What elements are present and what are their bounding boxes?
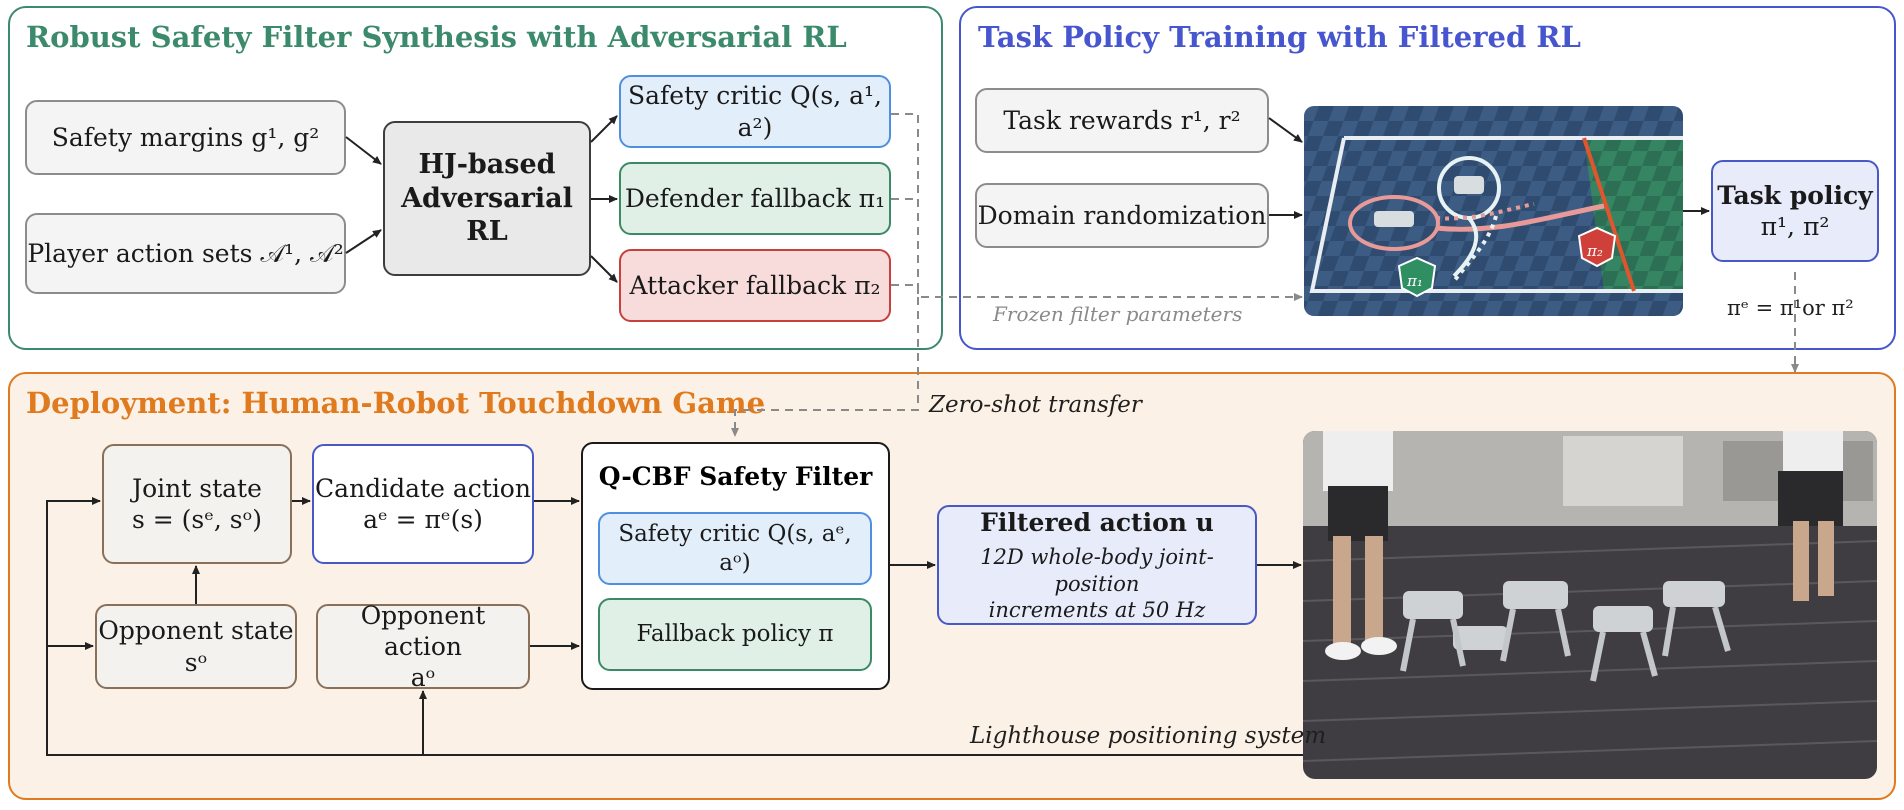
opp-action-line2: aᵒ	[410, 663, 436, 693]
deployment-title: Deployment: Human-Robot Touchdown Game	[26, 386, 766, 420]
filtered-line1: 12D whole-body joint-position	[980, 545, 1214, 596]
arrow-hj-to-attacker	[590, 255, 618, 283]
arrow-hj-to-critic	[590, 115, 618, 143]
real-robot-photo-image	[1303, 431, 1877, 779]
synthesis-title: Robust Safety Filter Synthesis with Adve…	[26, 20, 847, 54]
task-rewards-label: Task rewards r¹, r²	[1003, 105, 1241, 135]
safety-critic-label: Safety critic Q(s, a¹, a²)	[628, 81, 882, 142]
attacker-fallback-box: Attacker fallback π₂	[619, 249, 891, 322]
filtered-title: Filtered action u	[980, 508, 1214, 537]
hj-adversarial-rl-box: HJ-based Adversarial RL	[383, 121, 591, 276]
hj-line2: Adversarial RL	[401, 182, 573, 248]
arrow-feedback-to-joint	[46, 497, 1303, 756]
simulated-robot-arena-image: π₁ π₂	[1304, 106, 1683, 316]
attacker-fallback-label: Attacker fallback π₂	[629, 270, 881, 300]
opponent-state-box: Opponent state sᵒ	[95, 604, 297, 689]
candidate-line2: aᵉ = πᵉ(s)	[363, 505, 483, 534]
task-policy-title: Task policy	[1717, 180, 1873, 210]
safety-margins-label: Safety margins g¹, g²	[51, 122, 320, 152]
opp-state-line1: Opponent state	[98, 616, 294, 646]
arena-drawing: π₁ π₂	[1304, 106, 1683, 316]
dashed-zero-shot-transfer	[731, 113, 919, 437]
action-sets-label: Player action sets 𝒜¹, 𝒜²	[27, 238, 344, 268]
defender-fallback-label: Defender fallback π₁	[624, 183, 886, 213]
joint-state-line2: s = (sᵉ, sᵒ)	[131, 505, 263, 534]
opponent-action-box: Opponent action aᵒ	[316, 601, 530, 692]
zero-shot-caption: Zero-shot transfer	[929, 392, 1142, 418]
qcbf-fallback-box: Fallback policy π	[598, 598, 872, 671]
qcbf-safety-critic-box: Safety critic Q(s, aᵉ, aᵒ)	[598, 512, 872, 585]
badge-pi2-text: π₂	[1586, 242, 1603, 260]
qcbf-fallback-label: Fallback policy π	[636, 621, 834, 648]
action-sets-box: Player action sets 𝒜¹, 𝒜²	[25, 213, 346, 294]
task-policy-box: Task policy π¹, π²	[1711, 160, 1879, 262]
safety-margins-box: Safety margins g¹, g²	[25, 100, 346, 175]
photo-drawing	[1303, 431, 1877, 779]
domain-randomization-box: Domain randomization	[975, 183, 1269, 248]
joint-state-line1: Joint state	[132, 473, 262, 503]
qcbf-title: Q-CBF Safety Filter	[598, 462, 873, 491]
pi-e-caption: πᵉ = π¹or π²	[1727, 296, 1854, 320]
arrow-actionsets-to-hj	[345, 229, 382, 254]
arrow-rewards-to-arena	[1268, 117, 1303, 143]
lighthouse-caption: Lighthouse positioning system	[970, 723, 1327, 749]
dashed-frozen-filter	[891, 284, 1303, 301]
opp-state-line2: sᵒ	[184, 647, 208, 677]
candidate-line1: Candidate action	[315, 473, 531, 503]
frozen-filter-caption: Frozen filter parameters	[993, 302, 1243, 326]
arrow-margins-to-hj	[345, 136, 382, 165]
filtered-line2: increments at 50 Hz	[988, 597, 1206, 622]
safety-critic-box: Safety critic Q(s, a¹, a²)	[619, 75, 891, 148]
filtered-action-box: Filtered action u 12D whole-body joint-p…	[937, 505, 1257, 625]
defender-fallback-box: Defender fallback π₁	[619, 162, 891, 235]
candidate-action-box: Candidate action aᵉ = πᵉ(s)	[312, 444, 534, 564]
qcbf-critic-label: Safety critic Q(s, aᵉ, aᵒ)	[618, 520, 852, 576]
badge-pi1-text: π₁	[1406, 272, 1423, 290]
training-title: Task Policy Training with Filtered RL	[978, 20, 1581, 54]
hj-line1: HJ-based	[418, 148, 556, 180]
joint-state-box: Joint state s = (sᵉ, sᵒ)	[102, 444, 292, 564]
domain-randomization-label: Domain randomization	[977, 200, 1267, 230]
opp-action-line1: Opponent action	[360, 600, 486, 661]
task-rewards-box: Task rewards r¹, r²	[975, 88, 1269, 153]
task-policy-sub: π¹, π²	[1760, 212, 1830, 241]
